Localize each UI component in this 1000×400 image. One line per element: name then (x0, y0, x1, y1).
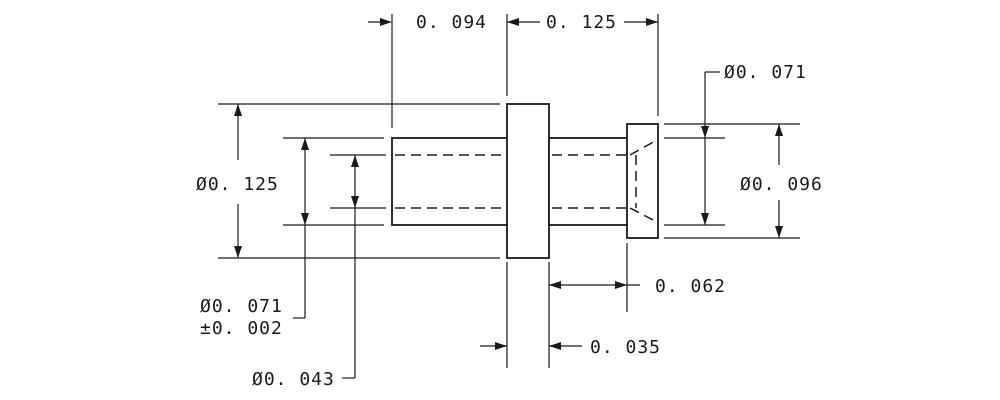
dim-diameter-inner: Ø0. 043 (252, 369, 335, 390)
dim-length-flange-thickness: 0. 035 (590, 337, 661, 358)
flange (506, 103, 550, 259)
hidden-bore-lines (395, 139, 658, 223)
right-neck (548, 137, 630, 226)
dim-length-left: 0. 094 (416, 12, 487, 33)
extension-lines (218, 14, 800, 368)
dim-diameter-right: Ø0. 096 (740, 174, 823, 195)
dim-length-flange-to-end: 0. 125 (546, 12, 617, 33)
dim-diameter-outer: Ø0. 125 (196, 174, 279, 195)
dim-diameter-bore: Ø0. 071 (200, 296, 283, 317)
dimension-lines (234, 18, 783, 379)
left-shank (391, 137, 511, 226)
dim-length-right-head: 0. 062 (655, 276, 726, 297)
dim-diameter-bore-tolerance: ±0. 002 (200, 318, 283, 339)
dimension-labels: 0. 094 0. 125 Ø0. 071 Ø0. 125 Ø0. 096 0.… (196, 12, 823, 390)
dim-diameter-top-right: Ø0. 071 (724, 62, 807, 83)
part-outline (391, 103, 659, 259)
right-head (626, 123, 659, 239)
